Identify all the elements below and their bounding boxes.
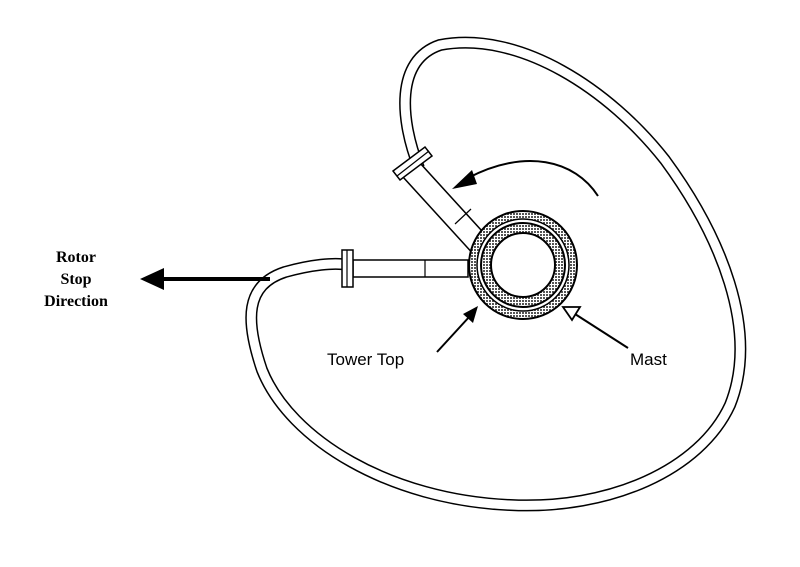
rotor-label-line1: Rotor: [56, 249, 96, 266]
mast-label: Mast: [630, 350, 667, 369]
rotation-arrow: [452, 160, 599, 197]
rotor-stop-arrow: [140, 268, 270, 290]
rotor-label-line3: Direction: [44, 293, 108, 310]
mast-pointer: [561, 306, 629, 349]
mast-ring: [480, 222, 566, 308]
tower-top-pointer: [436, 306, 478, 353]
horizontal-arm: [341, 249, 469, 288]
tower-top-label: Tower Top: [327, 350, 404, 369]
cable-loop: [245, 36, 747, 512]
rotor-label-line2: Stop: [60, 271, 91, 288]
